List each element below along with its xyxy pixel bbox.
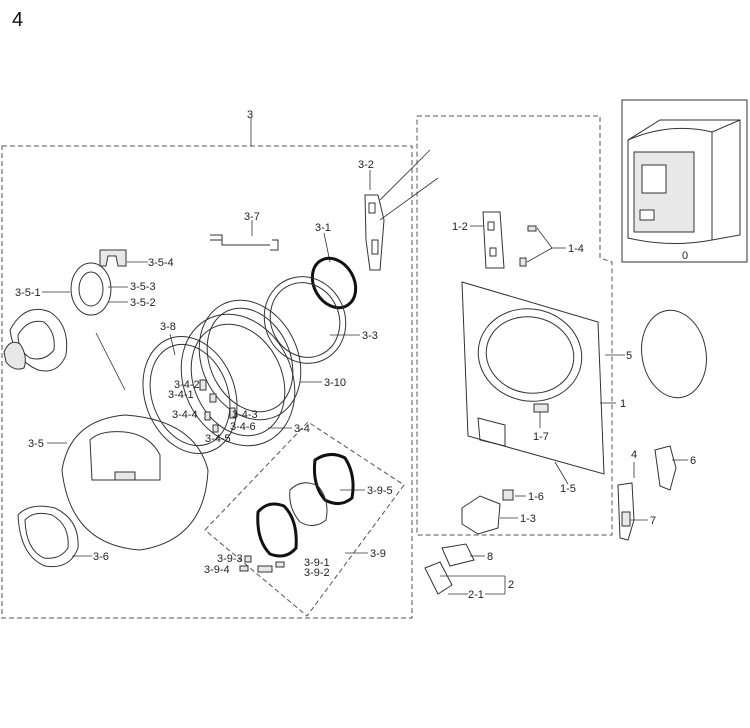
box-1-3	[461, 495, 501, 535]
label-6: 6	[690, 455, 696, 467]
bracket-1-2	[482, 211, 505, 269]
label-3-4-1: 3-4-1	[168, 389, 194, 401]
label-3-1: 3-1	[315, 222, 331, 234]
label-8: 8	[487, 551, 493, 563]
door-panel-3-3	[263, 276, 347, 364]
label-3-6: 3-6	[93, 551, 109, 563]
part-labels: 3 3-2 3-7 3-1 3-5-4 3-5-1 3-5-3 3-5-2 3-…	[15, 109, 696, 601]
small-parts-3-9-1-2-3-4	[239, 555, 285, 573]
harness-3-7	[210, 234, 279, 251]
label-3-10: 3-10	[324, 377, 346, 389]
label-3-5-2: 3-5-2	[130, 297, 156, 309]
label-3: 3	[247, 109, 253, 121]
door-hinge-3-2	[364, 194, 385, 271]
label-3-9-2: 3-9-2	[304, 567, 330, 579]
label-3-4-6: 3-4-6	[230, 421, 256, 433]
label-1: 1	[620, 398, 626, 410]
label-3-4-3: 3-4-3	[232, 409, 258, 421]
frame-3-9	[256, 502, 298, 558]
door-cap-3-5	[3, 341, 26, 370]
front-panel-opening	[477, 308, 583, 402]
label-3-5-3: 3-5-3	[130, 281, 156, 293]
label-1-2: 1-2	[452, 221, 468, 233]
label-3-9: 3-9	[370, 548, 386, 560]
latch-parts-3-4	[199, 379, 236, 433]
label-3-9-3: 3-9-3	[217, 553, 243, 565]
label-1-5: 1-5	[560, 483, 576, 495]
label-1-6: 1-6	[528, 491, 544, 503]
leader-lines	[42, 118, 688, 595]
door-frame-3-4	[180, 313, 296, 447]
front-panel-1	[461, 281, 605, 475]
label-3-4-5: 3-4-5	[205, 433, 231, 445]
label-3-9-1: 3-9-1	[304, 557, 330, 569]
panel-lower-1-5	[477, 417, 506, 447]
panel-clip-1-7	[533, 403, 549, 413]
washer-overview-image	[627, 119, 741, 245]
seal-3-9-5	[289, 482, 328, 526]
label-1-3: 1-3	[520, 513, 536, 525]
label-3-4: 3-4	[294, 423, 310, 435]
label-3-7: 3-7	[244, 211, 260, 223]
label-3-9-5: 3-9-5	[367, 485, 393, 497]
label-3-9-4: 3-9-4	[204, 564, 230, 576]
door-assembly-3-5	[61, 414, 209, 551]
door-cover-3-5-3	[70, 262, 112, 316]
lever-4	[617, 482, 635, 541]
label-2: 2	[508, 579, 514, 591]
label-3-4-2: 3-4-2	[174, 379, 200, 391]
ring-5	[641, 309, 707, 399]
gasket-3-9-5-outer	[313, 453, 355, 505]
subassembly-3-9-group-box	[204, 421, 405, 617]
label-2-1: 2-1	[468, 589, 484, 601]
cover-2-1	[424, 561, 453, 595]
switch-7	[621, 511, 631, 527]
door-inner-3-5-1	[9, 308, 68, 372]
label-3-5-1: 3-5-1	[15, 287, 41, 299]
page-number: 4	[12, 9, 23, 31]
door-glass-3-6	[17, 505, 79, 568]
assembly-3-group-box	[1, 145, 413, 619]
gasket-ring-3-1	[310, 256, 358, 310]
label-5: 5	[626, 350, 632, 362]
screws-1-4	[519, 225, 537, 267]
label-3-2: 3-2	[358, 159, 374, 171]
label-3-8: 3-8	[160, 321, 176, 333]
label-3-5: 3-5	[28, 438, 44, 450]
bracket-6	[654, 445, 677, 491]
label-1-4: 1-4	[568, 243, 584, 255]
label-1-7: 1-7	[533, 431, 549, 443]
handle-3-5-4	[99, 249, 127, 267]
label-3-5-4: 3-5-4	[148, 257, 174, 269]
assembly-1-group-box	[416, 115, 613, 536]
cap-1-6	[502, 489, 514, 501]
label-4: 4	[631, 449, 637, 461]
label-7: 7	[650, 515, 656, 527]
label-0: 0	[682, 250, 688, 262]
clip-8	[441, 543, 475, 567]
door-ring-3-8	[142, 336, 238, 454]
inset-overview-box	[621, 99, 748, 263]
label-3-4-4: 3-4-4	[172, 409, 198, 421]
label-3-3: 3-3	[362, 330, 378, 342]
